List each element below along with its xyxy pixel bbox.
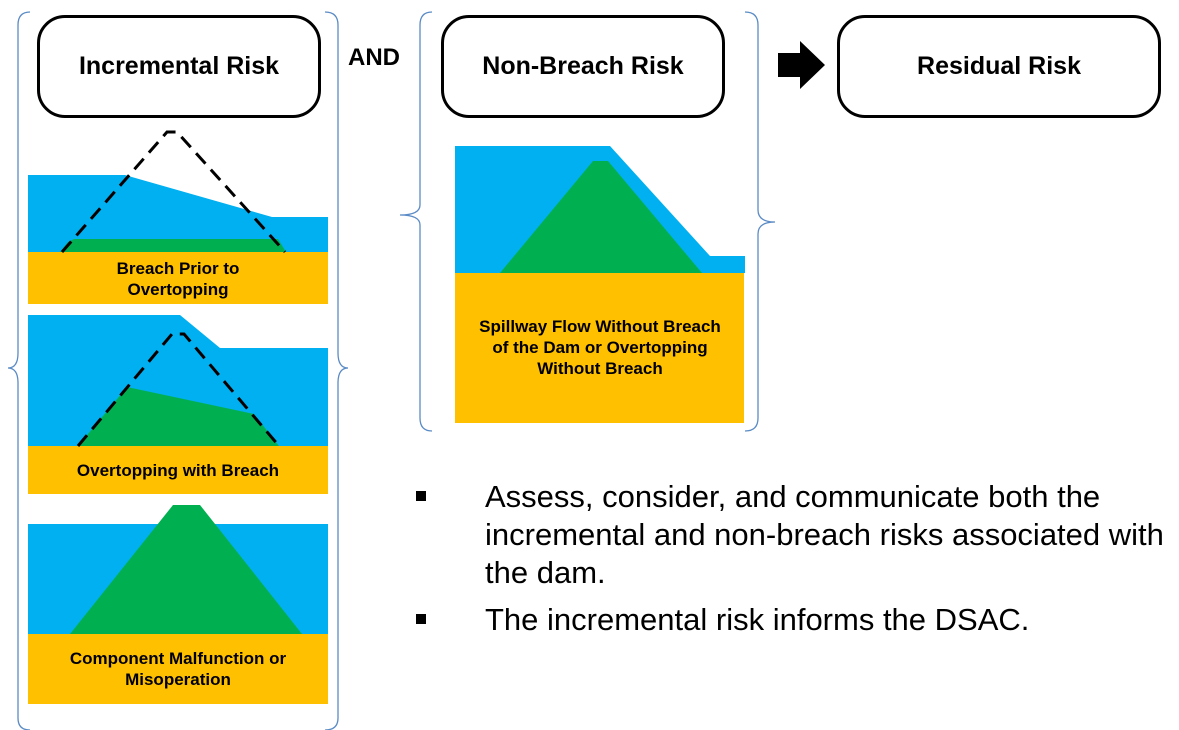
scenario-breach-prior bbox=[28, 130, 328, 304]
residual-risk-box: Residual Risk bbox=[837, 15, 1161, 118]
bullet-list: Assess, consider, and communicate both t… bbox=[411, 478, 1171, 648]
middle-bracket bbox=[399, 11, 433, 432]
scenario-spillway-flow bbox=[455, 146, 745, 423]
bullet-text: Assess, consider, and communicate both t… bbox=[485, 479, 1164, 590]
non-breach-risk-label: Non-Breach Risk bbox=[482, 52, 684, 80]
non-breach-risk-box: Non-Breach Risk bbox=[441, 15, 725, 118]
scenario-overtopping-breach bbox=[28, 315, 328, 494]
residual-risk-label: Residual Risk bbox=[917, 52, 1081, 80]
dashed-dam-outline bbox=[76, 332, 281, 447]
bullet-item: Assess, consider, and communicate both t… bbox=[411, 478, 1171, 592]
component-malfunction-label: Component Malfunction or Misoperation bbox=[69, 649, 287, 689]
foundation bbox=[455, 273, 744, 423]
spillway-flow-label: Spillway Flow Without Breach of the Dam … bbox=[479, 317, 721, 378]
overtopping-breach-label: Overtopping with Breach bbox=[76, 460, 280, 480]
water-shape bbox=[28, 315, 328, 446]
dashed-dam-outline bbox=[60, 130, 287, 254]
foundation bbox=[28, 634, 328, 704]
middle-bracket-close bbox=[744, 11, 776, 432]
left-bracket-close bbox=[324, 11, 349, 730]
foundation bbox=[28, 252, 328, 304]
bullet-square-icon bbox=[416, 491, 426, 501]
water-shape bbox=[28, 175, 328, 252]
scenario-component-malfunction bbox=[28, 494, 328, 704]
dam-remnant bbox=[78, 387, 279, 446]
bullet-item: The incremental risk informs the DSAC. bbox=[411, 601, 1171, 639]
bullet-square-icon bbox=[416, 614, 426, 624]
breach-prior-label: Breach Prior to Overtopping bbox=[116, 259, 240, 299]
dam-body bbox=[70, 505, 302, 634]
bullet-text: The incremental risk informs the DSAC. bbox=[485, 602, 1030, 637]
dam-body bbox=[500, 161, 702, 273]
dam-remnant bbox=[60, 239, 286, 252]
arrow-right-icon bbox=[778, 41, 825, 89]
and-connector: AND bbox=[348, 44, 400, 71]
incremental-risk-label: Incremental Risk bbox=[78, 52, 280, 80]
incremental-risk-box: Incremental Risk bbox=[37, 15, 321, 118]
left-bracket bbox=[7, 11, 31, 730]
foundation bbox=[28, 446, 328, 494]
